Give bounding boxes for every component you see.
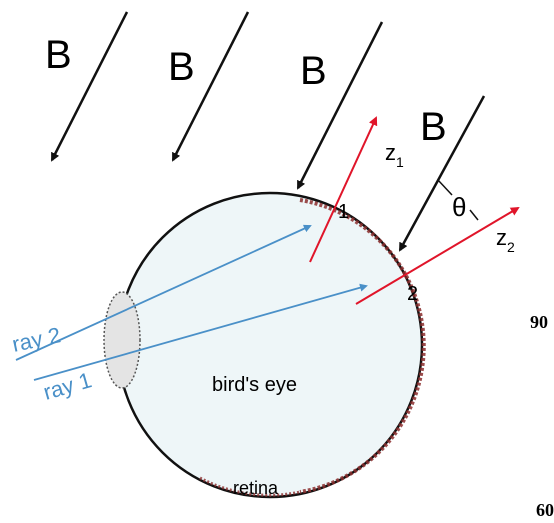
z2-label-sub: 2: [507, 239, 515, 255]
theta-tick-2: [470, 210, 478, 220]
ray-1-label: ray 1: [40, 367, 94, 405]
field-line-3: [298, 22, 382, 188]
theta-label: θ: [452, 192, 466, 222]
theta-tick-1: [438, 180, 452, 195]
z1-label: z1: [385, 140, 404, 170]
edge-text-top: 90: [530, 312, 548, 332]
z1-label-sub: 1: [396, 154, 404, 170]
retina-label: retina: [233, 478, 279, 498]
field-label-3: B: [300, 49, 327, 93]
ray-2-label: ray 2: [10, 322, 63, 357]
point-1-label: 1: [338, 201, 349, 223]
point-2-label: 2: [407, 283, 418, 305]
z1-label-base: z: [385, 140, 396, 165]
eye-label: bird's eye: [212, 374, 297, 396]
field-label-1: B: [45, 33, 72, 77]
z2-label: z2: [496, 225, 515, 255]
field-label-2: B: [168, 45, 195, 89]
edge-text-bottom: 60: [536, 500, 554, 520]
z2-label-base: z: [496, 225, 507, 250]
field-label-4: B: [420, 105, 447, 149]
